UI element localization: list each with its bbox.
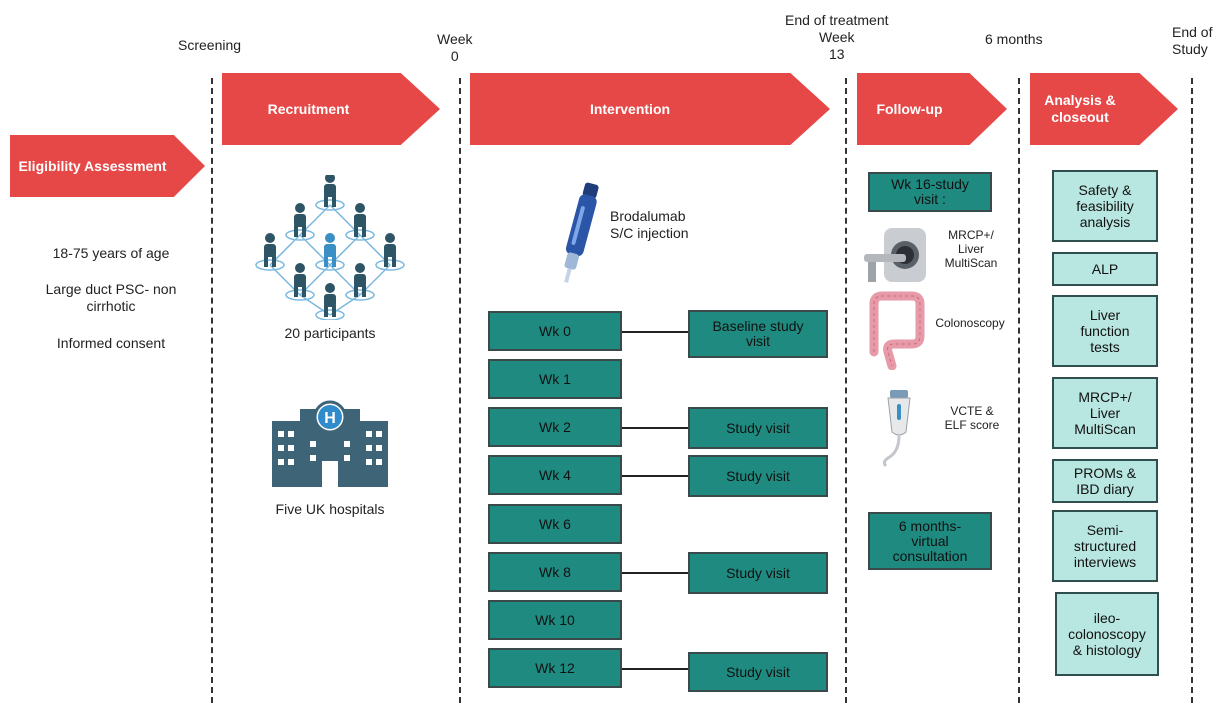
recruitment-title: Recruitment	[267, 100, 350, 117]
week-box-10: Wk 10	[488, 600, 622, 640]
analysis-interviews: Semi- structured interviews	[1052, 510, 1158, 582]
week-box-8: Wk 8	[488, 552, 622, 592]
week0-label: Week 0	[437, 31, 473, 64]
end-study-divider	[1191, 78, 1193, 703]
analysis-alp: ALP	[1052, 252, 1158, 286]
connector-wk12	[622, 668, 688, 670]
week0-divider	[459, 78, 461, 703]
participants-network-icon	[255, 175, 405, 320]
week-box-0: Wk 0	[488, 311, 622, 351]
followup-arrow: Follow-up	[857, 73, 1007, 145]
analysis-arrow: Analysis & closeout	[1030, 73, 1178, 145]
participants-count: 20 participants	[284, 325, 376, 341]
analysis-colonoscopy: ileo- colonoscopy & histology	[1055, 592, 1159, 676]
criterion-psc: Large duct PSC- non cirrhotic	[45, 281, 177, 314]
colonoscopy-label: Colonoscopy	[935, 316, 1005, 330]
analysis-safety: Safety & feasibility analysis	[1052, 170, 1158, 242]
mri-scanner-icon	[864, 228, 926, 282]
hospital-icon: H	[272, 400, 388, 487]
eligibility-arrow: Eligibility Assessment	[10, 135, 205, 197]
analysis-title: Analysis & closeout	[1044, 92, 1116, 125]
colon-icon	[869, 291, 925, 370]
vcte-label: VCTE & ELF score	[944, 404, 1000, 432]
visit-baseline: Baseline study visit	[688, 310, 828, 358]
hospitals-count: Five UK hospitals	[275, 501, 385, 517]
week-box-12: Wk 12	[488, 648, 622, 688]
screening-label: Screening	[178, 37, 242, 53]
visit-wk2: Study visit	[688, 407, 828, 449]
recruitment-arrow: Recruitment	[222, 73, 440, 145]
week-box-1: Wk 1	[488, 359, 622, 399]
hospital-badge-letter: H	[324, 410, 336, 427]
ultrasound-probe-icon	[882, 390, 911, 468]
intervention-arrow: Intervention	[470, 73, 830, 145]
followup-title: Follow-up	[876, 100, 943, 117]
analysis-lft: Liver function tests	[1052, 295, 1158, 367]
week-box-6: Wk 6	[488, 504, 622, 544]
mrcp-label: MRCP+/ Liver MultiScan	[944, 228, 998, 270]
criterion-age: 18-75 years of age	[52, 245, 170, 261]
wk16-visit-box: Wk 16-study visit :	[868, 172, 992, 212]
intervention-title: Intervention	[589, 100, 671, 117]
week13-divider	[845, 78, 847, 703]
connector-wk8	[622, 572, 688, 574]
screening-divider	[211, 78, 213, 703]
six-months-label: 6 months	[985, 31, 1043, 47]
eligibility-title: Eligibility Assessment	[18, 157, 167, 174]
visit-wk8: Study visit	[688, 552, 828, 594]
injection-pen-icon	[564, 182, 599, 283]
criterion-consent: Informed consent	[56, 335, 166, 351]
virtual-consultation-box: 6 months- virtual consultation	[868, 512, 992, 570]
end-treatment-label: End of treatment Week 13	[785, 12, 889, 62]
connector-wk2	[622, 427, 688, 429]
connector-wk0	[622, 331, 688, 333]
analysis-mrcp: MRCP+/ Liver MultiScan	[1052, 377, 1158, 449]
visit-wk12: Study visit	[688, 652, 828, 692]
drug-label: Brodalumab S/C injection	[610, 208, 689, 241]
end-study-label: End of Study	[1172, 24, 1213, 57]
connector-wk4	[622, 475, 688, 477]
week-box-4: Wk 4	[488, 455, 622, 495]
visit-wk4: Study visit	[688, 455, 828, 497]
analysis-proms: PROMs & IBD diary	[1052, 459, 1158, 503]
six-months-divider	[1018, 78, 1020, 703]
week-box-2: Wk 2	[488, 407, 622, 447]
